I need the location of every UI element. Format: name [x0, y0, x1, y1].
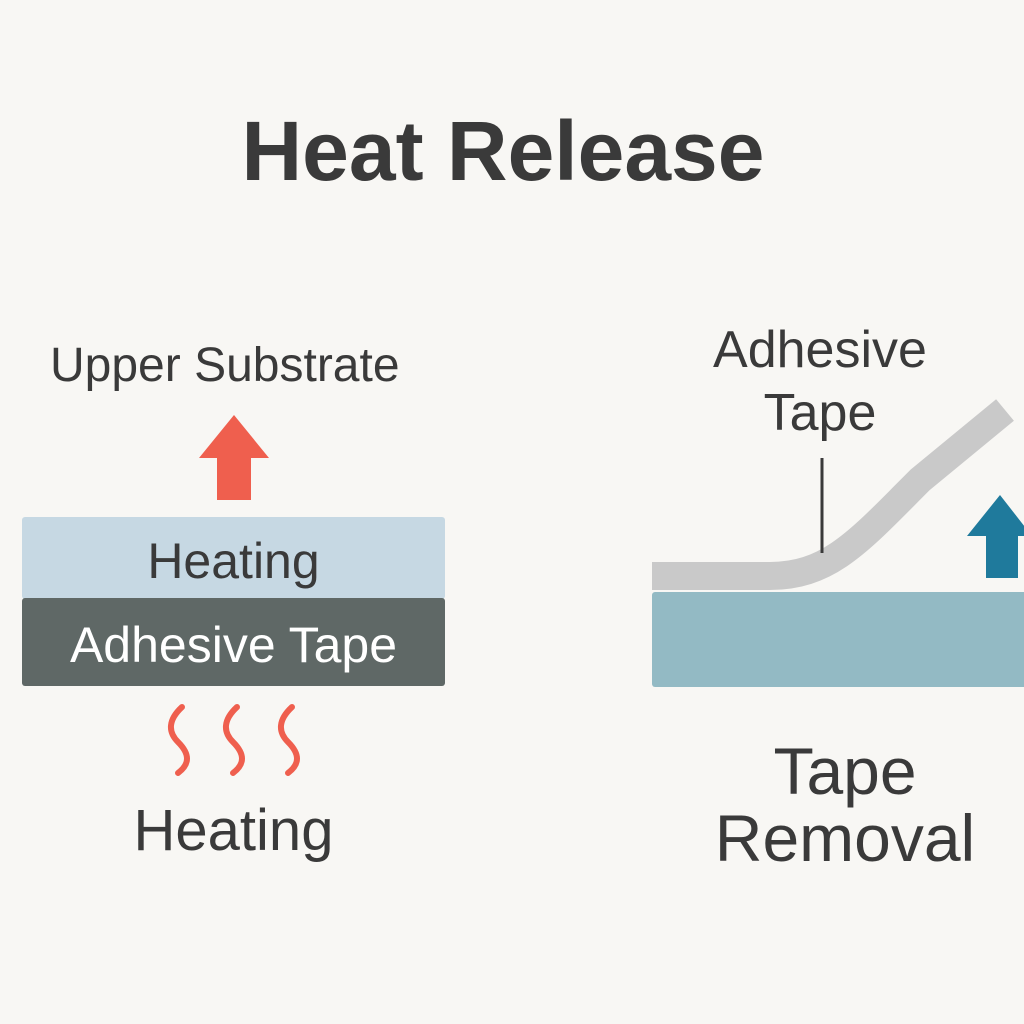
heating-label: Heating: [133, 798, 334, 863]
substrate-block: [652, 592, 1024, 687]
adhesive-tape-label-line2: Tape: [763, 384, 877, 442]
up-arrow-blue-icon: [967, 495, 1024, 578]
adhesive-tape-layer: [22, 598, 445, 686]
tape-removal-caption-line1: Tape: [773, 734, 917, 808]
heating-layer-label: Heating: [147, 533, 320, 589]
up-arrow-red-icon: [199, 415, 269, 500]
tape-removal-caption-line2: Removal: [714, 801, 976, 875]
page-title: Heat Release: [241, 104, 765, 198]
upper-substrate-label: Upper Substrate: [50, 339, 400, 392]
heating-layer: [22, 517, 445, 599]
heat-waves-icon: [168, 704, 300, 776]
adhesive-tape-label-line1: Adhesive: [713, 321, 927, 379]
adhesive-tape-layer-label: Adhesive Tape: [69, 617, 398, 673]
peeling-tape-strip: [652, 399, 1014, 590]
